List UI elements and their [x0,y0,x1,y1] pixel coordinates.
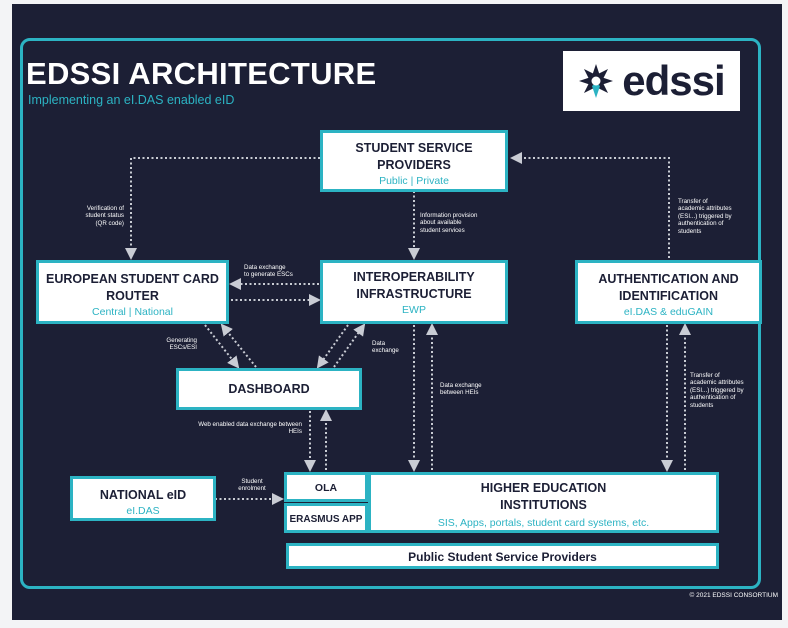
note-data-exchange-escs: Data exchange to generate ESCs [244,264,293,279]
interop-subtitle: EWP [402,304,426,316]
note-data-exchange: Data exchange [372,340,399,355]
note-line: Data exchange [244,264,286,271]
note-line: (QR code) [95,219,124,227]
note-line: students [690,401,714,409]
note-line: academic attributes [690,379,744,387]
note-line: ESCs/ESI [169,344,197,352]
note-line: enrolment [238,485,266,493]
note-line: Information provision [420,212,478,219]
arrow-ssp-to-escr [125,157,320,260]
arrow-interop-to-dashboard [316,324,349,369]
arrow-escr-to-dashboard [204,324,240,369]
public-ssp-title: Public Student Service Providers [408,550,597,564]
note-web-enabled: Web enabled data exchange between HEIs [176,421,302,436]
hei-title-line2: INSTITUTIONS [500,498,587,512]
note-verification: Verification of student status (QR code) [60,205,124,227]
arrow-dashboard-to-escr [220,323,257,368]
edssi-logo-icon [579,64,614,98]
note-data-exchange-heis: Data exchange between HEIs [440,382,482,397]
note-line: Student [241,478,263,485]
note-information-provision: Information provision about available st… [420,212,477,234]
box-higher-education-institutions: HIGHER EDUCATION INSTITUTIONS SIS, Apps,… [368,472,719,533]
note-line: Transfer of [690,372,720,379]
note-line: to generate ESCs [244,271,293,279]
hei-title-line1: HIGHER EDUCATION [480,481,607,495]
note-line: about available [420,219,462,227]
note-line: student status [85,212,124,220]
box-national-eid: NATIONAL eID eI.DAS [70,476,216,521]
note-line: between HEIs [440,389,479,397]
box-public-student-service-providers: Public Student Service Providers [286,543,719,569]
national-eid-subtitle: eI.DAS [126,505,160,517]
ssp-title-line1: STUDENT SERVICE [355,141,473,155]
note-line: student services [420,226,465,234]
auth-subtitle: eI.DAS & eduGAIN [623,306,714,318]
note-line: (ESI...) triggered by [678,212,732,220]
note-line: authentication of [690,394,736,402]
box-dashboard: DASHBOARD [176,368,362,410]
auth-title-line1: AUTHENTICATION AND [598,272,739,286]
note-line: Verification of [86,205,124,212]
note-line: exchange [372,347,399,355]
note-line: Data [372,340,386,347]
note-line: Web enabled data exchange between [198,421,302,428]
arrow-dashboard-to-interop [333,323,366,368]
auth-title-line2: IDENTIFICATION [618,289,719,303]
note-line: academic attributes [678,205,732,213]
arrow-auth-to-ssp [510,152,670,258]
hei-subtitle: SIS, Apps, portals, student card systems… [437,517,650,529]
note-line: Transfer of [678,198,708,205]
note-line: students [678,227,702,235]
box-interoperability-infrastructure: INTEROPERABILITY INFRASTRUCTURE EWP [320,260,508,324]
dashboard-title: DASHBOARD [228,382,310,396]
note-generating: Generating ESCs/ESI [150,337,197,352]
box-ola: OLA [284,472,368,502]
logo-text: edssi [622,57,725,104]
note-line: (ESI...) triggered by [690,386,744,394]
page-title: EDSSI ARCHITECTURE [26,56,377,91]
ola-title: OLA [314,482,338,494]
escr-subtitle: Central | National [92,306,173,318]
ssp-title-line2: PROVIDERS [377,158,451,172]
interop-title-line1: INTEROPERABILITY [353,270,475,284]
note-line: Data exchange [440,382,482,389]
note-line: authentication of [678,220,724,228]
note-student-enrolment: Student enrolment [230,478,274,493]
escr-title-line2: ROUTER [106,289,159,303]
edssi-logo: edssi [563,51,740,111]
note-line: HEIs [288,428,302,436]
box-erasmus-app: ERASMUS APP [284,503,368,533]
note-line: Generating [166,337,197,344]
ssp-subtitle: Public | Private [379,175,449,187]
box-european-student-card-router: EUROPEAN STUDENT CARD ROUTER Central | N… [36,260,229,324]
page-subtitle: Implementing an eI.DAS enabled eID [28,93,235,107]
box-authentication-identification: AUTHENTICATION AND IDENTIFICATION eI.DAS… [575,260,762,324]
erasmus-app-title: ERASMUS APP [289,514,363,525]
national-eid-title: NATIONAL eID [99,488,187,502]
note-transfer-bottom: Transfer of academic attributes (ESI...)… [690,372,744,409]
copyright-text: © 2021 EDSSI CONSORTIUM [689,592,778,599]
escr-title-line1: EUROPEAN STUDENT CARD [46,272,219,286]
box-student-service-providers: STUDENT SERVICE PROVIDERS Public | Priva… [320,130,508,192]
interop-title-line2: INFRASTRUCTURE [356,287,472,301]
note-transfer-top: Transfer of academic attributes (ESI...)… [678,198,732,235]
